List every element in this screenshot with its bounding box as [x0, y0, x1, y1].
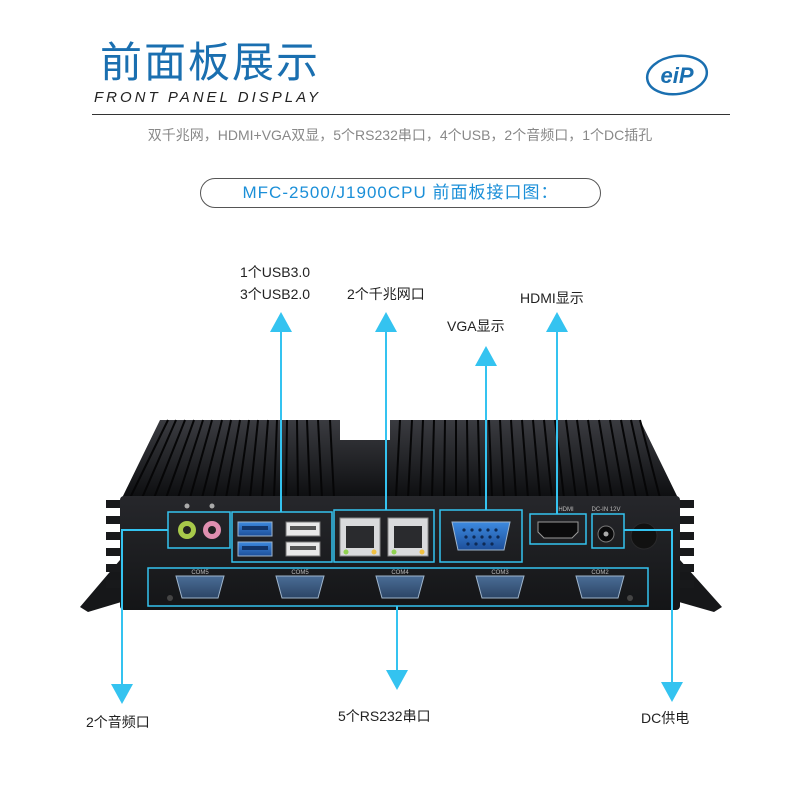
hdmi-label: HDMI显示: [520, 290, 584, 306]
audio-jacks: [167, 503, 231, 549]
serial-label: 5个RS232串口: [338, 708, 431, 724]
dc-label: DC供电: [641, 710, 690, 726]
page-subtitle: FRONT PANEL DISPLAY: [94, 89, 322, 106]
com-port: COM3: [475, 570, 525, 599]
audio-arrow: [121, 529, 168, 686]
usb-ports: [231, 511, 333, 563]
vga-label: VGA显示: [447, 318, 505, 334]
dc-arrow: [624, 529, 673, 684]
com-port-label: COM2: [591, 570, 609, 576]
lan-ports: [333, 509, 435, 563]
feature-summary: 双千兆网，HDMI+VGA双显，5个RS232串口，4个USB，2个音频口，1个…: [147, 127, 653, 143]
com-port-label: COM5: [291, 570, 309, 576]
com-port-label: COM5: [191, 570, 209, 576]
header-divider: [92, 114, 730, 115]
com-port-label: COM4: [391, 570, 409, 576]
com-port: COM5: [175, 570, 225, 599]
dc-tag: DC-IN 12V: [591, 507, 620, 513]
serial-ports: COM5 COM5 COM4 COM3 COM2: [147, 567, 649, 607]
com-port-label: COM3: [491, 570, 509, 576]
usb-label-line2: 3个USB2.0: [240, 286, 311, 302]
heatsink-fins: [106, 419, 694, 588]
page-title: 前面板展示: [100, 38, 321, 87]
lan-label: 2个千兆网口: [347, 286, 425, 302]
com-port: COM2: [575, 570, 625, 599]
vga-port: [439, 509, 523, 563]
callout-arrows: [111, 312, 683, 704]
com-port: COM5: [275, 570, 325, 599]
eip-logo: eiP: [645, 54, 709, 96]
logo-text: eiP: [660, 63, 693, 88]
model-label: MFC-2500/J1900CPU 前面板接口图：: [200, 178, 601, 208]
usb-label-line1: 1个USB3.0: [240, 264, 311, 280]
com-port: COM4: [375, 570, 425, 599]
mounting-brackets: [80, 560, 722, 612]
power-button: [630, 522, 658, 550]
hdmi-port: HDMI: [529, 507, 587, 545]
hdmi-tag: HDMI: [558, 507, 574, 513]
audio-label: 2个音频口: [86, 714, 150, 730]
